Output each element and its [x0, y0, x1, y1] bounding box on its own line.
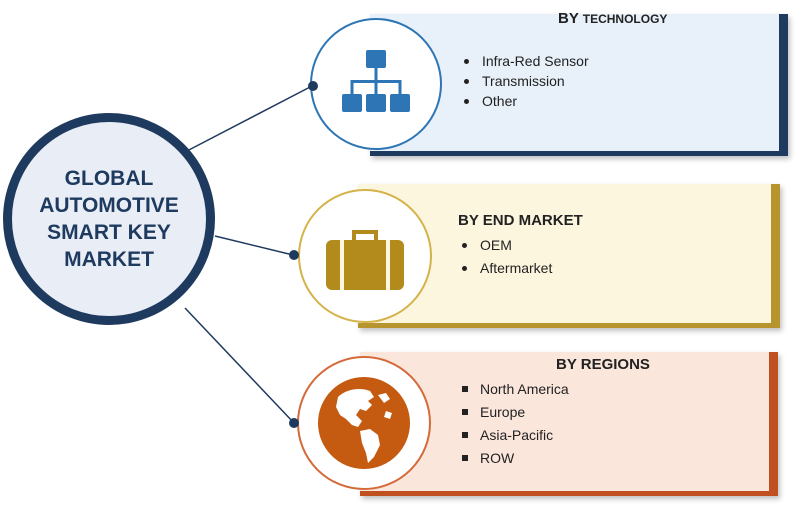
list-item: ROW	[458, 447, 569, 470]
technology-icon-circle	[310, 18, 442, 150]
connector-end-market	[214, 235, 294, 256]
hierarchy-icon	[342, 50, 410, 112]
regions-connector-dot	[289, 418, 299, 428]
regions-icon-circle	[297, 356, 431, 490]
briefcase-icon	[326, 230, 404, 290]
regions-title: BY REGIONS	[556, 356, 650, 373]
list-item: Europe	[458, 401, 569, 424]
list-item: Asia-Pacific	[458, 424, 569, 447]
connector-regions	[184, 307, 295, 424]
end-market-icon-circle	[298, 189, 432, 323]
list-item: North America	[458, 378, 569, 401]
end-market-title: BY END MARKET	[458, 212, 583, 229]
end-market-connector-dot	[289, 250, 299, 260]
technology-title: BY TECHNOLOGY	[558, 10, 667, 27]
list-item: Infra-Red Sensor	[460, 50, 589, 73]
list-item: Other	[460, 90, 589, 113]
technology-card: BY TECHNOLOGY Infra-Red Sensor Transmiss…	[370, 10, 788, 156]
end-market-list: OEM Aftermarket	[458, 234, 552, 280]
globe-icon	[318, 377, 410, 469]
technology-connector-dot	[308, 81, 318, 91]
regions-list: North America Europe Asia-Pacific ROW	[458, 378, 569, 470]
list-item: Aftermarket	[458, 257, 552, 280]
list-item: OEM	[458, 234, 552, 257]
technology-list: Infra-Red Sensor Transmission Other	[460, 50, 589, 113]
technology-title-prefix: BY	[558, 10, 583, 27]
list-item: Transmission	[460, 70, 589, 93]
technology-title-rest: TECHNOLOGY	[582, 12, 668, 26]
connector-technology	[184, 85, 313, 153]
hub-title: GLOBAL AUTOMOTIVE SMART KEY MARKET	[39, 167, 179, 271]
central-hub-circle: GLOBAL AUTOMOTIVE SMART KEY MARKET	[3, 113, 215, 325]
